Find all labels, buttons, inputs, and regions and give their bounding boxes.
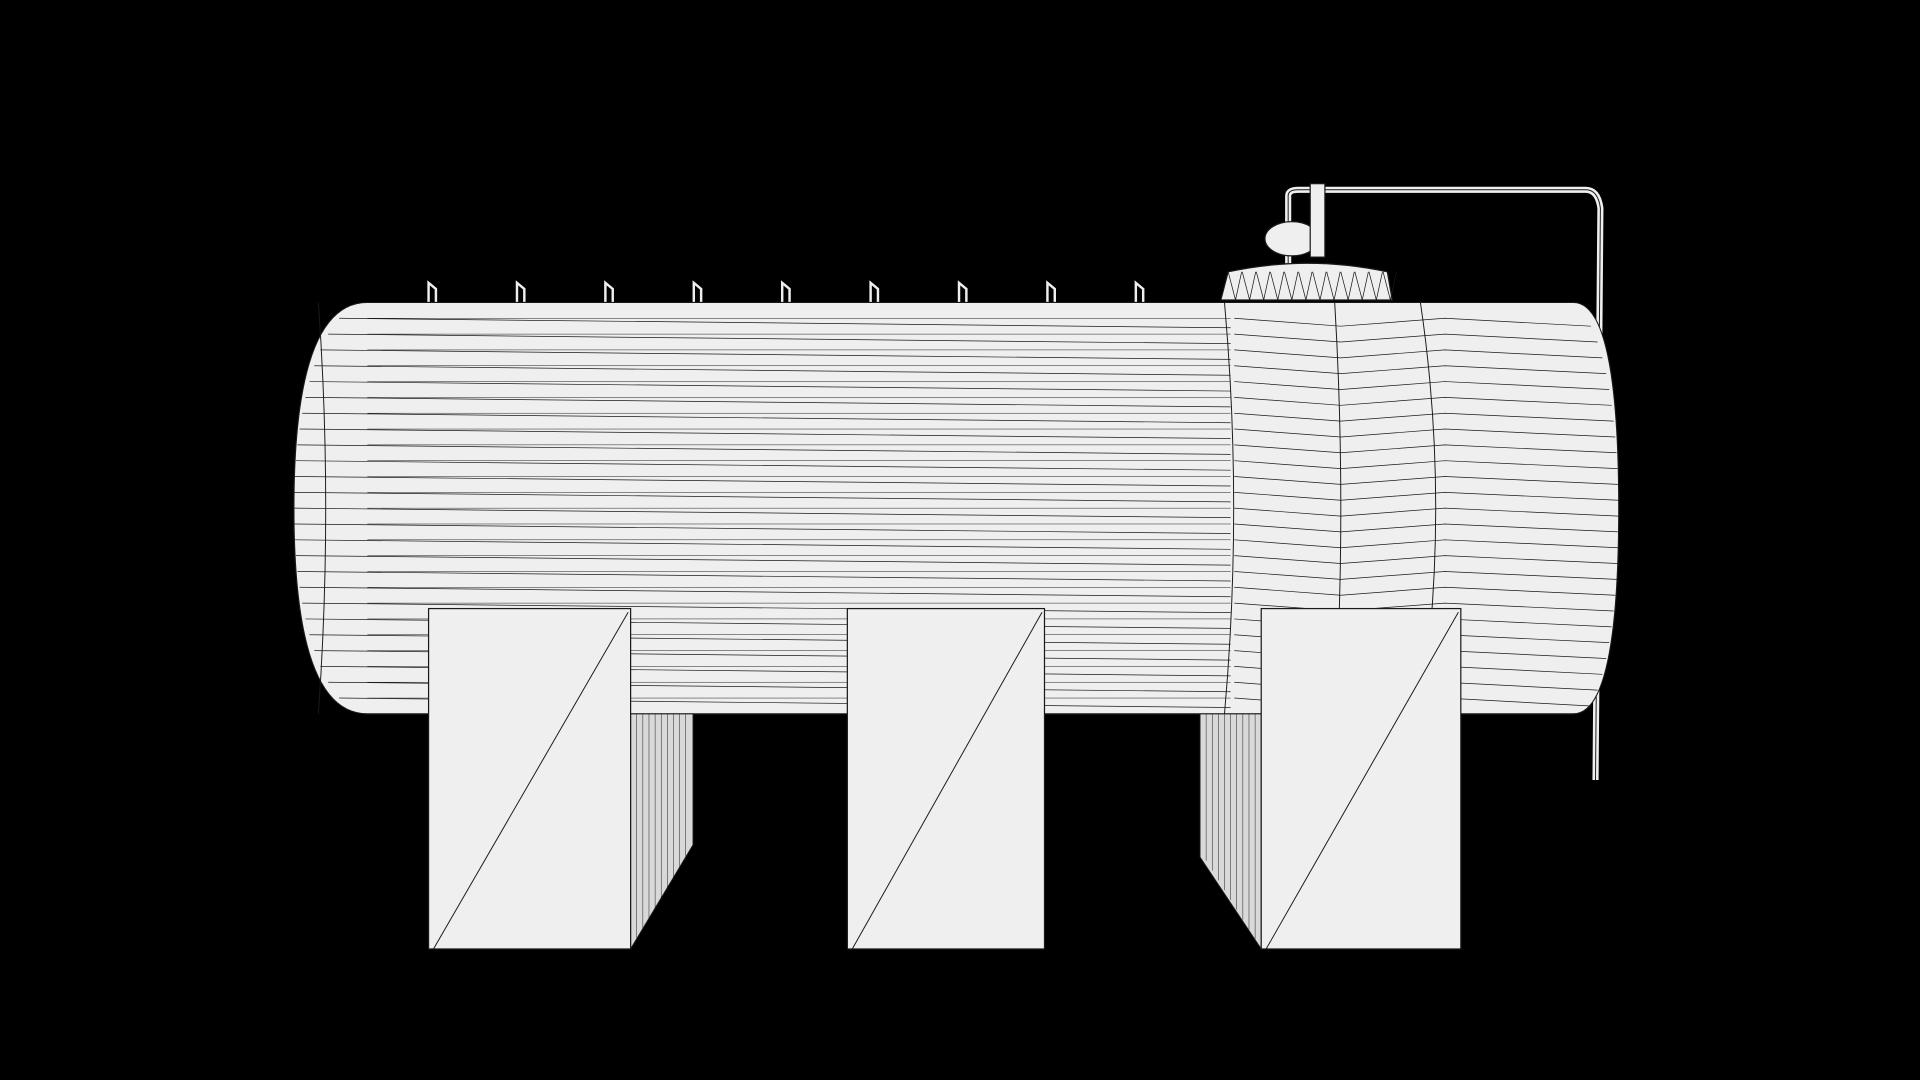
cap-wire <box>1234 428 1616 438</box>
shell-wire <box>302 412 1231 424</box>
cap-wire <box>1234 460 1618 469</box>
dome-wire <box>1249 271 1257 301</box>
top-lug <box>957 280 968 303</box>
dome-wire <box>1298 271 1307 301</box>
shell-wire <box>302 602 1231 613</box>
seam-wire <box>317 302 327 714</box>
shell-wire <box>297 444 1231 455</box>
dome-wire <box>1284 271 1293 301</box>
cap-wire <box>1234 444 1617 454</box>
support-diagonal <box>433 611 629 950</box>
shell-wire <box>339 317 1231 329</box>
shell-wire <box>294 523 1231 534</box>
dome-wire <box>1235 271 1242 301</box>
cap-wire <box>1234 333 1598 343</box>
top-lug <box>604 280 614 303</box>
shell-wire <box>314 365 1231 376</box>
dome-wire <box>1291 271 1299 301</box>
cap-wire <box>1234 539 1619 549</box>
shell-wire <box>309 381 1231 392</box>
top-lug <box>515 280 526 303</box>
top-lug <box>780 280 791 303</box>
saddle-supports <box>427 607 1462 951</box>
shell-wire <box>295 555 1231 566</box>
cap-wire <box>1234 397 1612 406</box>
dome-wire <box>1375 271 1383 301</box>
cap-wire <box>1234 349 1603 359</box>
vent-pipe <box>1264 183 1604 781</box>
cap-wire <box>1234 523 1619 533</box>
dome-wire <box>1270 271 1279 301</box>
dome-wire <box>1305 271 1313 301</box>
dome-wire <box>1382 271 1391 301</box>
cap-wire <box>1234 555 1618 564</box>
shell-wire <box>320 349 1231 360</box>
shell-wire <box>299 428 1231 439</box>
shell-wire <box>293 507 1231 519</box>
dome-wire <box>1312 271 1321 301</box>
dome-wire <box>1340 271 1349 301</box>
cap-wire <box>1234 491 1619 501</box>
dome-wire <box>1326 271 1335 301</box>
cap-wire <box>1234 476 1619 485</box>
dome-wire <box>1319 271 1327 301</box>
shell-wire <box>294 491 1231 503</box>
top-lug <box>1134 280 1145 303</box>
dome-wire <box>1354 271 1363 301</box>
top-lugs <box>427 280 1145 303</box>
dome-wire <box>1361 271 1369 301</box>
cap-wire <box>1234 602 1614 612</box>
dome-wire <box>1368 271 1377 301</box>
cap-wire <box>1234 412 1614 422</box>
cap-wire <box>1234 507 1619 517</box>
dome-wire <box>1333 271 1341 301</box>
shell-wire <box>328 333 1231 344</box>
cap-wire <box>1234 381 1610 390</box>
dome-wire <box>1227 271 1236 301</box>
shell-wire <box>294 476 1231 487</box>
dome-wire <box>1263 271 1271 301</box>
support-diagonal <box>1265 612 1459 950</box>
cap-wire <box>1234 571 1617 580</box>
cap-wire <box>1234 365 1607 375</box>
dome-shell <box>1220 262 1393 301</box>
dome-wire <box>1347 271 1355 301</box>
dome-wire <box>1390 271 1397 301</box>
shell-wire <box>305 397 1231 408</box>
valve-stem <box>1309 183 1326 258</box>
seam-wire <box>1224 302 1235 714</box>
top-lug <box>427 280 438 303</box>
support-diagonal <box>851 612 1043 950</box>
shell-wire <box>295 460 1231 471</box>
dome-wire <box>1277 271 1285 301</box>
cap-wire <box>1234 586 1616 596</box>
cap-wire <box>1234 317 1591 327</box>
top-lug <box>692 280 703 303</box>
top-lug <box>869 280 880 303</box>
top-lug <box>1046 280 1056 303</box>
dome-wire <box>1255 271 1265 301</box>
pipe-wire <box>1287 189 1601 781</box>
shell-wire <box>299 586 1231 598</box>
shell-wire <box>297 571 1231 582</box>
shell-wire <box>294 539 1231 550</box>
dome-wire <box>1241 271 1250 301</box>
manhole-dome <box>1220 262 1397 301</box>
